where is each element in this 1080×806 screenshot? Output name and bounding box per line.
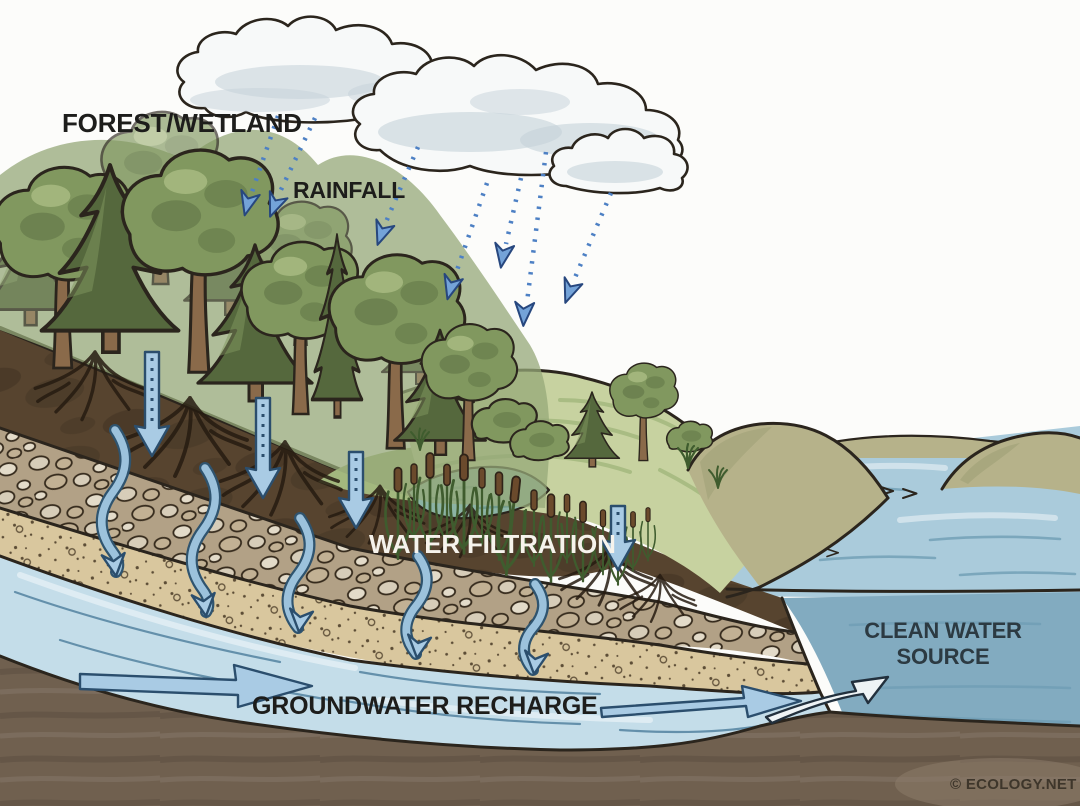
soil-arrow (337, 450, 375, 530)
rainfall-label: RAINFALL (293, 177, 406, 203)
clean-water-source-label: CLEAN WATER SOURCE (840, 618, 1046, 670)
soil-arrow (244, 396, 282, 500)
layer-groundwater-aquifer (0, 556, 830, 750)
recharge-flow-arrow (599, 684, 803, 719)
clouds (176, 15, 689, 195)
soil-arrow (133, 350, 171, 458)
rainfall-arrows (233, 115, 614, 328)
credit-label: © ECOLOGY.NET (950, 776, 1077, 793)
lakeside-hill (688, 423, 888, 587)
wavy-percolation-arrow (281, 512, 316, 635)
wavy-percolation-arrow (518, 578, 550, 677)
wavy-percolation-arrow (185, 462, 222, 619)
right-hill (942, 432, 1080, 494)
clean-water-line2: SOURCE (896, 644, 990, 669)
forest-wetland-label: FOREST/WETLAND (62, 108, 302, 138)
wavy-percolation-arrow (400, 550, 433, 661)
recharge-flow-arrow (78, 663, 314, 709)
groundwater-flow-arrows (78, 663, 890, 725)
lake-bottom-line (828, 710, 1080, 728)
clean-water-line1: CLEAN WATER (864, 618, 1022, 643)
water-filtration-label: WATER FILTRATION (369, 529, 616, 559)
waterline (725, 587, 1080, 593)
soil-arrow (599, 504, 637, 572)
bank-underwater-edge (780, 596, 832, 714)
shoreline (725, 496, 890, 599)
outflow-to-lake-arrow (764, 675, 890, 725)
groundwater-recharge-label: GROUNDWATER RECHARGE (252, 692, 598, 720)
wavy-percolation-arrow (95, 424, 132, 579)
forest (0, 110, 570, 508)
infiltration-arrows (95, 350, 637, 677)
